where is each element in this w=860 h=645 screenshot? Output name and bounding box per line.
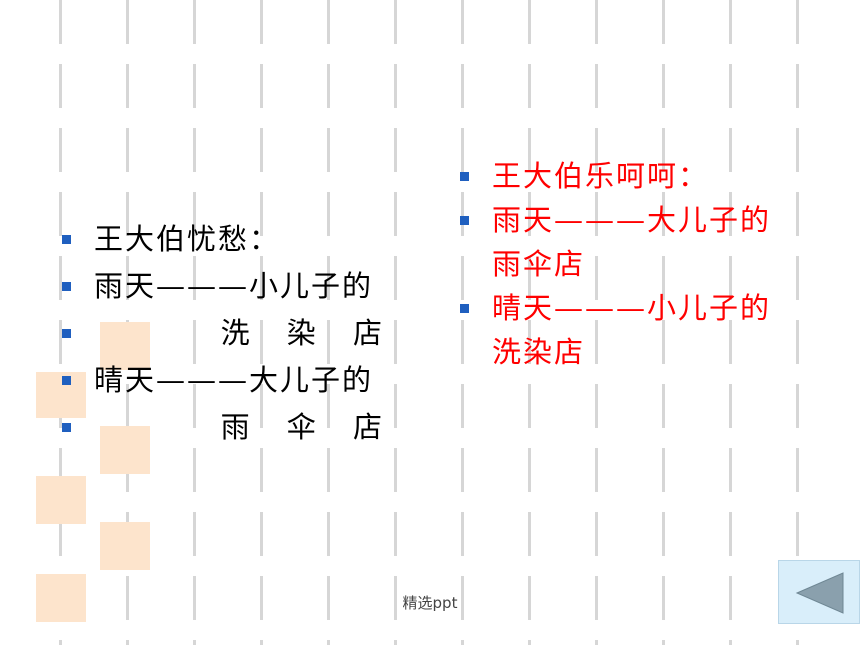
list-item-text: 晴天———小儿子的洗染店 [492,291,772,369]
list-item-text: 晴天———大儿子的 [94,363,374,397]
list-item-text: 雨天———小儿子的 [94,269,374,303]
list-item: 晴天———大儿子的 [60,357,400,404]
list-item-text: 洗 染 店 [220,316,396,350]
right-bullet-list: 王大伯乐呵呵： 雨天———大儿子的雨伞店 晴天———小儿子的洗染店 [458,154,858,374]
list-item-text: 雨天———大儿子的雨伞店 [492,203,772,281]
list-item-text: 王大伯乐呵呵： [492,159,710,193]
left-bullet-list: 王大伯忧愁： 雨天———小儿子的 洗 染 店 晴天———大儿子的 雨 伞 店 [60,216,400,451]
deco-square [36,476,86,524]
footer-label: 精选ppt [402,594,458,612]
bullet-icon [460,172,469,181]
list-item: 王大伯忧愁： [60,216,400,263]
deco-square [100,426,150,474]
deco-square [100,522,150,570]
bullet-icon [62,282,71,291]
deco-square [36,574,86,622]
triangle-left-icon [795,572,844,614]
bullet-icon [62,329,71,338]
bullet-icon [62,235,71,244]
list-item: 雨 伞 店 [60,404,400,451]
list-item: 雨天———大儿子的雨伞店 [458,198,792,286]
list-item: 王大伯乐呵呵： [458,154,858,198]
bullet-icon [460,216,469,225]
bullet-icon [460,304,469,313]
list-item: 晴天———小儿子的洗染店 [458,286,792,374]
bullet-icon [62,423,71,432]
deco-square [36,372,86,418]
list-item-text: 雨 伞 店 [220,410,396,444]
bullet-icon [62,376,71,385]
deco-square [100,322,150,370]
back-button[interactable] [778,560,860,624]
list-item: 洗 染 店 [60,310,400,357]
list-item-text: 王大伯忧愁： [94,222,281,256]
list-item: 雨天———小儿子的 [60,263,400,310]
